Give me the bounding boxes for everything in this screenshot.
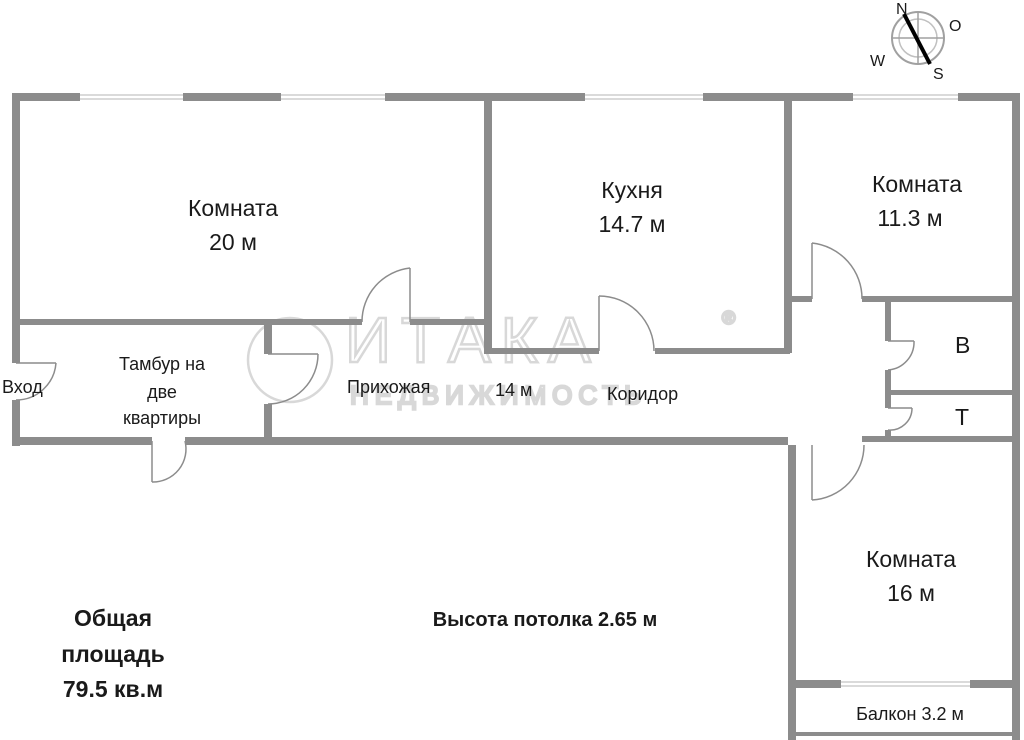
room3-area: 16 м [887, 580, 935, 606]
vestibule-label-line2: две [147, 382, 177, 402]
vestibule-label-line3: квартиры [123, 408, 201, 428]
vestibule-label-line1: Тамбур на [119, 354, 206, 374]
door-room2 [811, 242, 863, 300]
corridor-name: Коридор [607, 384, 678, 404]
doors [15, 242, 915, 501]
watermark-registered: ® [722, 308, 735, 328]
entrance-label: Вход [2, 377, 43, 397]
door-kitchen [598, 295, 655, 352]
watermark-logo [246, 316, 334, 404]
windows [80, 94, 970, 687]
total-area-value: 79.5 кв.м [63, 676, 163, 702]
room-labels: Комната 20 м Кухня 14.7 м Комната 11.3 м… [2, 171, 970, 724]
compass-north: N [896, 1, 908, 18]
hall-name: Прихожая [347, 377, 430, 397]
door-entrance [15, 362, 57, 401]
compass-needle-icon [902, 13, 932, 65]
total-area-line1: Общая [74, 605, 152, 631]
room1-name: Комната [188, 195, 278, 221]
compass-west: W [870, 53, 886, 70]
bathroom-label: В [955, 332, 970, 358]
door-toilet [887, 407, 913, 431]
door-bath [887, 340, 915, 371]
watermark: ИТАКА НЕДВИЖИМОСТЬ ® [246, 303, 737, 411]
balcony-label: Балкон 3.2 м [856, 704, 964, 724]
door-room1 [361, 267, 411, 323]
room2-area: 11.3 м [877, 205, 942, 231]
hall-area: 14 м [495, 380, 532, 400]
toilet-label: Т [955, 404, 969, 430]
room1-area: 20 м [209, 229, 257, 255]
room3-name: Комната [866, 546, 956, 572]
compass: N O S W [870, 1, 961, 83]
ceiling-height: Высота потолка 2.65 м [433, 609, 658, 631]
door-vestibule-bottom [151, 440, 187, 483]
kitchen-area: 14.7 м [599, 211, 666, 237]
total-area-line2: площадь [61, 641, 164, 667]
total-area: Общая площадь 79.5 кв.м [61, 605, 164, 702]
room2-name: Комната [872, 171, 962, 197]
kitchen-name: Кухня [601, 177, 663, 203]
door-hall [267, 353, 319, 405]
compass-south: S [933, 66, 944, 83]
walls [12, 93, 1020, 740]
watermark-subtitle: НЕДВИЖИМОСТЬ [350, 380, 647, 410]
compass-east: O [949, 18, 961, 35]
door-room3 [811, 444, 865, 501]
watermark-brand: ИТАКА [345, 304, 601, 376]
